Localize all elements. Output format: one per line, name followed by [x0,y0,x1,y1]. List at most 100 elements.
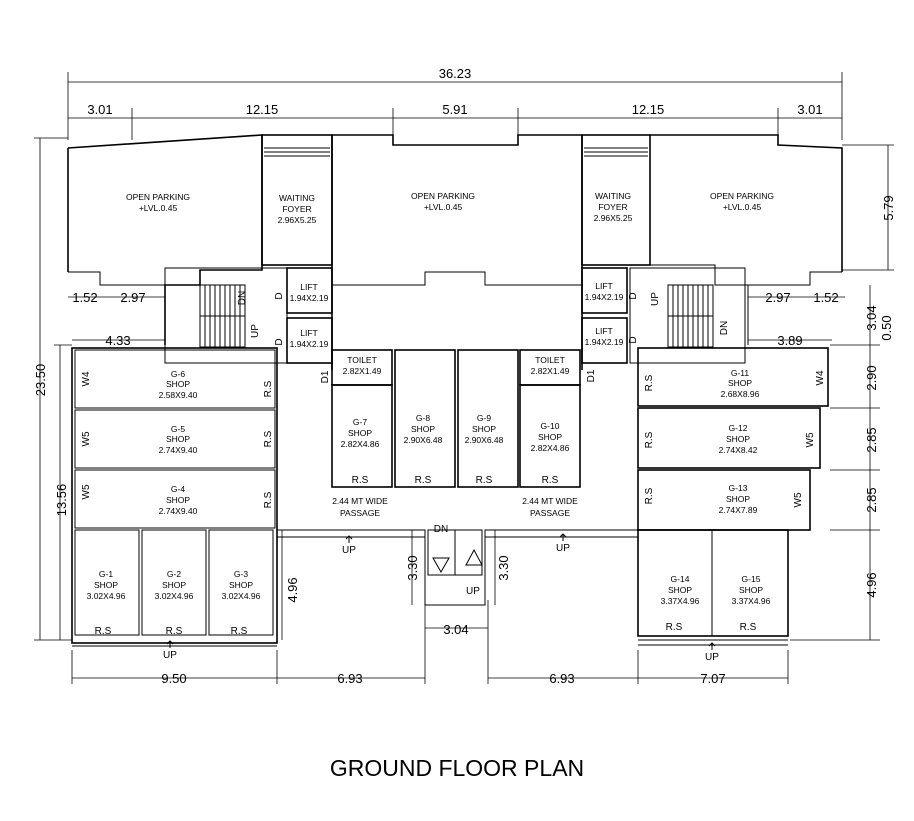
dim-r-285a: 2.85 [864,427,879,452]
window-w4-label: W4 [815,370,826,385]
shop-labels: G-6 SHOP 2.58X9.40 G-5 SHOP 2.74X9.40 G-… [87,368,771,606]
rs-label: R.S [263,491,274,508]
shops-right [637,347,829,646]
parking-left-name: OPEN PARKING [126,192,190,202]
rs-label: R.S [644,431,655,448]
shop-g4-type: SHOP [166,495,190,505]
door-d1-label: D1 [320,370,331,383]
shop-g5-type: SHOP [166,434,190,444]
lift-3-size: 1.94X2.19 [585,292,624,302]
shop-g14-size: 3.37X4.96 [661,596,700,606]
left-dimensions: 23.50 13.56 1.52 2.97 4.33 [33,137,165,641]
shop-g8-size: 2.90X6.48 [404,435,443,445]
stair-dn-label: DN [237,291,248,305]
rs-label: R.S [263,430,274,447]
shop-g6-size: 2.58X9.40 [159,390,198,400]
shop-g7-type: SHOP [348,428,372,438]
shop-g1-size: 3.02X4.96 [87,591,126,601]
toilet-right-name: TOILET [535,355,565,365]
stair-dn-label: DN [434,524,448,535]
top-dimensions: 36.23 3.01 12.15 5.91 12.15 3.01 [67,66,843,140]
dim-bottom-693-right: 6.93 [549,671,574,686]
dim-r-290: 2.90 [864,365,879,390]
door-d-label: D [274,338,285,345]
stair-up-label: UP [250,324,261,338]
parking-mid-lvl: +LVL.0.45 [424,202,463,212]
dim-left-297: 2.97 [120,290,145,305]
shop-g12-id: G-12 [729,423,748,433]
dim-stair-330-right: 3.30 [496,555,511,580]
dim-overall: 36.23 [439,66,472,81]
window-w4-label: W4 [81,371,92,386]
lift-1-name: LIFT [300,282,317,292]
shop-g3-type: SHOP [229,580,253,590]
lift-2-size: 1.94X2.19 [290,339,329,349]
dim-seg-left: 3.01 [87,102,112,117]
rs-label: R.S [542,475,559,486]
lift-4-size: 1.94X2.19 [585,337,624,347]
shop-g11-size: 2.68X8.96 [721,389,760,399]
shop-g14-type: SHOP [668,585,692,595]
foyer-left-l1: WAITING [279,193,315,203]
left-stair-treads [204,285,241,347]
passage-right-l1: 2.44 MT WIDE [522,496,578,506]
dim-right-389: 3.89 [777,333,802,348]
dim-height-496-left: 4.96 [285,577,300,602]
dim-bottom-950: 9.50 [161,671,186,686]
rs-label: R.S [740,622,757,633]
entry-up-label: UP [342,545,356,556]
shop-g10-type: SHOP [538,432,562,442]
window-w5-label: W5 [805,432,816,447]
shop-g11-id: G-11 [731,368,750,378]
dim-stair-330-left: 3.30 [405,555,420,580]
shop-g3-size: 3.02X4.96 [222,591,261,601]
foyer-left-size: 2.96X5.25 [278,215,317,225]
shop-g15-id: G-15 [742,574,761,584]
rs-label: R.S [644,487,655,504]
toilet-left-size: 2.82X1.49 [343,366,382,376]
rs-label: R.S [95,626,112,637]
shop-g7-id: G-7 [353,417,367,427]
bottom-dimensions: 9.50 6.93 6.93 7.07 3.04 3.30 3.30 4.96 [71,530,789,686]
shop-g10-size: 2.82X4.86 [531,443,570,453]
dim-r-496: 4.96 [864,572,879,597]
shop-g5-size: 2.74X9.40 [159,445,198,455]
passage-left-l1: 2.44 MT WIDE [332,496,388,506]
shop-g6-type: SHOP [166,379,190,389]
window-w5-label: W5 [81,484,92,499]
shops-left [71,347,278,647]
shop-g10-id: G-10 [541,421,560,431]
door-d-label: D [274,292,285,299]
shop-g7-size: 2.82X4.86 [341,439,380,449]
shop-g12-size: 2.74X8.42 [719,445,758,455]
entry-up-label: UP [163,650,177,661]
lift-4-name: LIFT [595,326,612,336]
window-w5-label: W5 [81,431,92,446]
right-stair-treads [672,285,709,347]
dim-r-304: 3.04 [864,305,879,330]
dim-height-1356: 13.56 [54,484,69,517]
lift-1-size: 1.94X2.19 [290,293,329,303]
parking-right-name: OPEN PARKING [710,191,774,201]
dim-right-297: 2.97 [765,290,790,305]
shop-g13-size: 2.74X7.89 [719,505,758,515]
room-labels: OPEN PARKING +LVL.0.45 OPEN PARKING +LVL… [126,191,774,518]
rs-label: R.S [476,475,493,486]
stair-up-label: UP [650,292,661,306]
stair-up-label: UP [466,586,480,597]
dim-height-total: 23.50 [33,364,48,397]
door-d1-label: D1 [586,369,597,382]
foyer-right-size: 2.96X5.25 [594,213,633,223]
parking-left-lvl: +LVL.0.45 [139,203,178,213]
rs-label: R.S [644,374,655,391]
rs-label: R.S [666,622,683,633]
shop-g15-size: 3.37X4.96 [732,596,771,606]
rs-label: R.S [263,380,274,397]
shop-g4-size: 2.74X9.40 [159,506,198,516]
dim-right-152: 1.52 [813,290,838,305]
parking-right-lvl: +LVL.0.45 [723,202,762,212]
shop-g1-type: SHOP [94,580,118,590]
shop-g9-type: SHOP [472,424,496,434]
dim-seg-b: 12.15 [632,102,665,117]
shop-g6-id: G-6 [171,369,185,379]
